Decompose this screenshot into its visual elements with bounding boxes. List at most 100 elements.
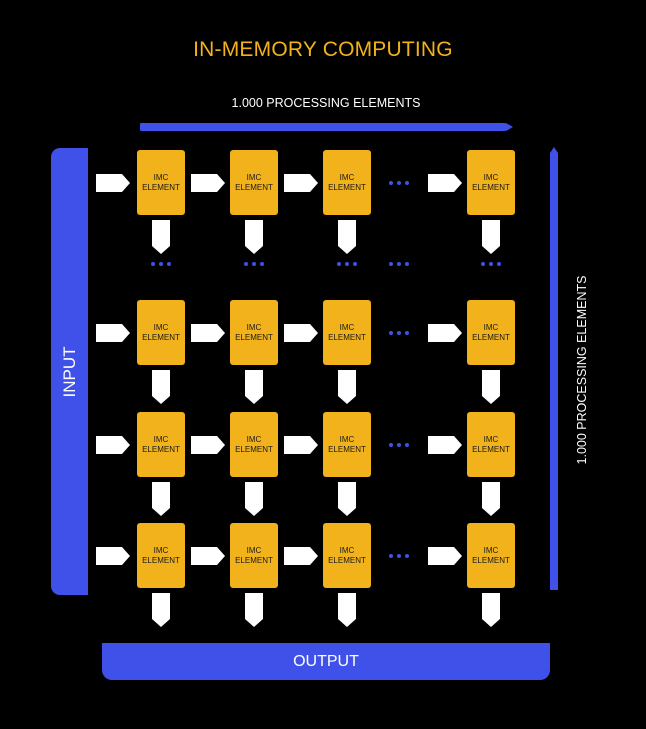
- input-bar: INPUT: [51, 148, 88, 595]
- right-arrow: [191, 436, 225, 454]
- imc-element-line2: ELEMENT: [235, 444, 273, 454]
- imc-element-line2: ELEMENT: [472, 332, 510, 342]
- imc-element-line2: ELEMENT: [235, 182, 273, 192]
- down-arrow: [245, 370, 263, 404]
- ellipsis-dot: [397, 443, 401, 447]
- ellipsis-dot: [244, 262, 248, 266]
- right-arrow: [284, 174, 318, 192]
- down-arrow: [338, 220, 356, 254]
- right-arrow: [191, 174, 225, 192]
- down-arrow: [245, 220, 263, 254]
- imc-element-line2: ELEMENT: [328, 555, 366, 565]
- ellipsis-dot: [167, 262, 171, 266]
- imc-element-line1: IMC: [339, 434, 355, 444]
- down-arrow: [245, 593, 263, 627]
- output-bar: OUTPUT: [102, 643, 550, 680]
- imc-element-line2: ELEMENT: [142, 444, 180, 454]
- top-dimension-arrow: [140, 123, 513, 131]
- imc-element-line2: ELEMENT: [142, 182, 180, 192]
- imc-element-line1: IMC: [246, 545, 262, 555]
- ellipsis-dot: [151, 262, 155, 266]
- ellipsis-dot: [397, 262, 401, 266]
- right-arrow: [284, 324, 318, 342]
- imc-element-line2: ELEMENT: [472, 444, 510, 454]
- imc-element-line2: ELEMENT: [328, 182, 366, 192]
- right-arrow: [96, 436, 130, 454]
- down-arrow: [338, 482, 356, 516]
- horizontal-ellipsis: [389, 331, 411, 335]
- imc-element-line1: IMC: [246, 322, 262, 332]
- imc-element-line1: IMC: [153, 545, 169, 555]
- ellipsis-dot: [397, 181, 401, 185]
- imc-element-line1: IMC: [483, 322, 499, 332]
- ellipsis-dot: [497, 262, 501, 266]
- imc-element-line1: IMC: [339, 172, 355, 182]
- horizontal-ellipsis: [389, 181, 411, 185]
- imc-element-line1: IMC: [246, 434, 262, 444]
- down-arrow: [482, 482, 500, 516]
- ellipsis-dot: [405, 181, 409, 185]
- ellipsis-dot: [397, 331, 401, 335]
- right-arrow: [191, 547, 225, 565]
- down-arrow: [152, 593, 170, 627]
- vertical-ellipsis: [244, 262, 266, 266]
- ellipsis-dot: [260, 262, 264, 266]
- imc-element-line1: IMC: [339, 545, 355, 555]
- ellipsis-dot: [389, 181, 393, 185]
- diagonal-ellipsis: [389, 262, 411, 266]
- imc-element-line2: ELEMENT: [328, 444, 366, 454]
- imc-element-line2: ELEMENT: [235, 555, 273, 565]
- ellipsis-dot: [405, 443, 409, 447]
- ellipsis-dot: [337, 262, 341, 266]
- down-arrow: [338, 370, 356, 404]
- top-dimension-label: 1.000 PROCESSING ELEMENTS: [231, 96, 421, 110]
- ellipsis-dot: [252, 262, 256, 266]
- right-arrow: [284, 436, 318, 454]
- imc-element-line2: ELEMENT: [142, 555, 180, 565]
- horizontal-ellipsis: [389, 443, 411, 447]
- horizontal-ellipsis: [389, 554, 411, 558]
- right-arrow: [96, 547, 130, 565]
- output-label: OUTPUT: [293, 652, 359, 670]
- vertical-ellipsis: [151, 262, 173, 266]
- right-arrow: [191, 324, 225, 342]
- imc-element-line1: IMC: [483, 172, 499, 182]
- ellipsis-dot: [389, 331, 393, 335]
- imc-element-line2: ELEMENT: [472, 182, 510, 192]
- vertical-ellipsis: [337, 262, 359, 266]
- ellipsis-dot: [389, 554, 393, 558]
- down-arrow: [152, 482, 170, 516]
- down-arrow: [152, 220, 170, 254]
- right-arrow: [284, 547, 318, 565]
- imc-element-line1: IMC: [153, 322, 169, 332]
- ellipsis-dot: [397, 554, 401, 558]
- ellipsis-dot: [481, 262, 485, 266]
- right-arrow: [428, 324, 462, 342]
- ellipsis-dot: [345, 262, 349, 266]
- imc-element-line1: IMC: [153, 434, 169, 444]
- right-arrow: [428, 174, 462, 192]
- imc-element-line1: IMC: [339, 322, 355, 332]
- imc-element-line2: ELEMENT: [235, 332, 273, 342]
- down-arrow: [482, 593, 500, 627]
- ellipsis-dot: [353, 262, 357, 266]
- ellipsis-dot: [405, 554, 409, 558]
- ellipsis-dot: [389, 443, 393, 447]
- imc-element-line1: IMC: [483, 545, 499, 555]
- down-arrow: [482, 220, 500, 254]
- ellipsis-dot: [405, 331, 409, 335]
- imc-element-line1: IMC: [483, 434, 499, 444]
